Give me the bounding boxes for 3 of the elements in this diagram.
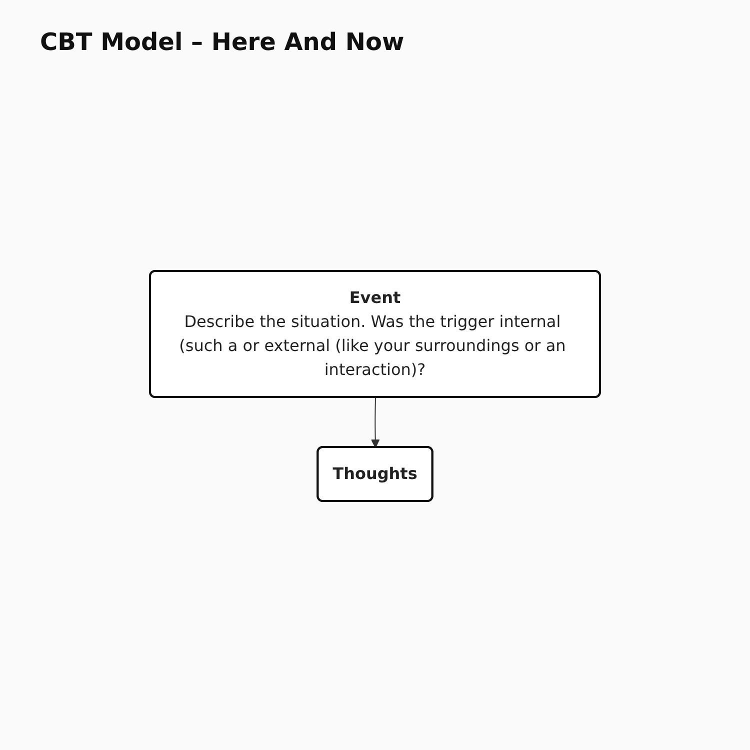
diagram-title: CBT Model – Here And Now xyxy=(40,28,406,56)
node-text: Event Describe the situation. Was the trigger internal (such a or external (like your surroundings or an interaction)? xyxy=(179,288,566,379)
arrow xyxy=(370,397,380,448)
